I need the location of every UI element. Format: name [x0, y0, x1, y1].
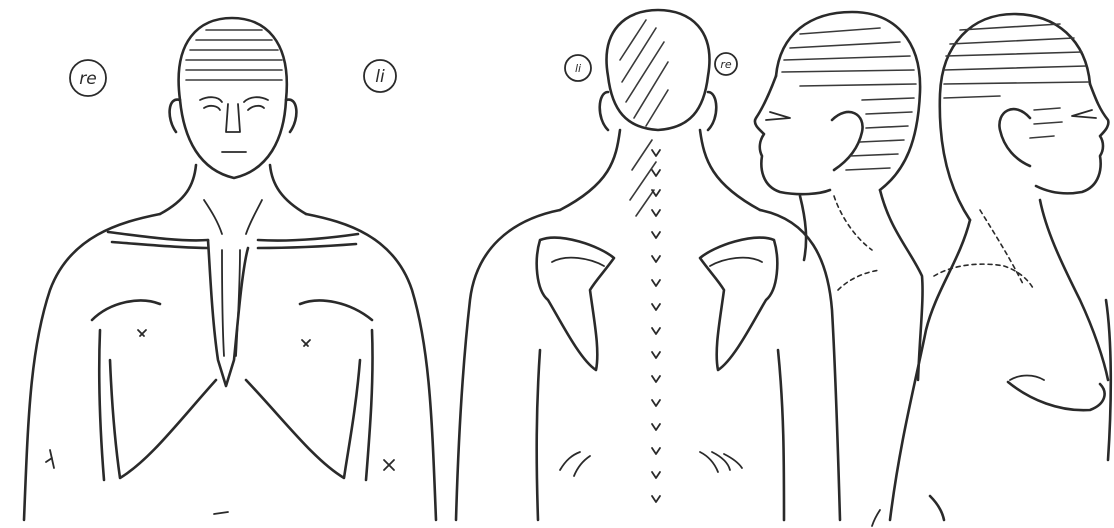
- front-right-label: re: [79, 69, 96, 89]
- spine-marks: [652, 150, 660, 502]
- back-view: li re: [456, 10, 840, 520]
- front-view: re li: [24, 18, 436, 520]
- side-view-facing-right: [872, 14, 1111, 526]
- back-right-label: re: [720, 58, 732, 71]
- side-view-facing-left: [755, 12, 923, 380]
- back-left-label: li: [575, 62, 581, 75]
- front-left-label: li: [375, 67, 385, 87]
